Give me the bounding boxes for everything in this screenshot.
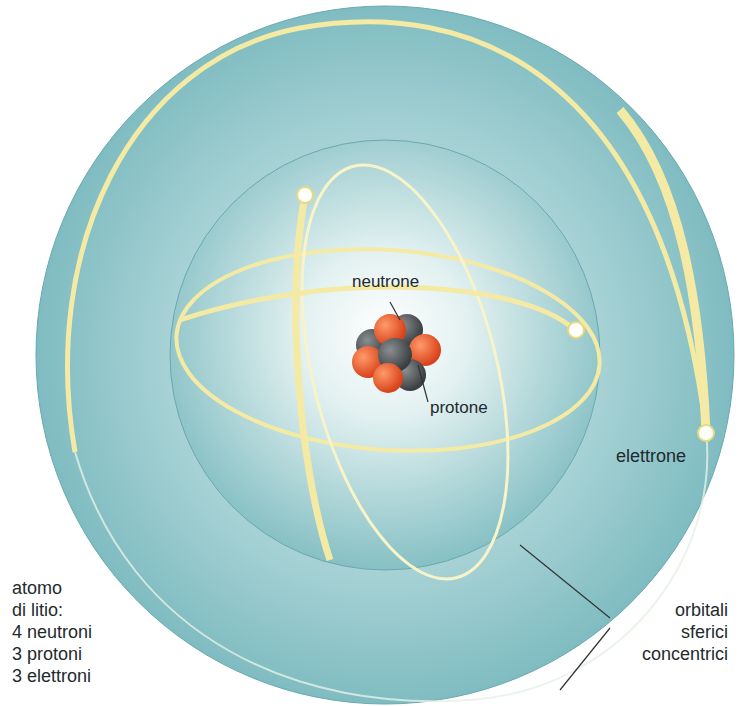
caption-line: 4 neutroni [12, 622, 92, 643]
callout-label: orbitali [675, 600, 728, 621]
electron [698, 425, 714, 441]
outer-orbital [36, 6, 734, 704]
leader-line [520, 545, 610, 618]
callout-label: sferici [681, 622, 728, 643]
caption-line: di litio: [12, 600, 63, 621]
nucleus [352, 314, 441, 393]
caption-line: atomo [12, 578, 62, 599]
leader-line [418, 365, 428, 402]
callout-label: concentrici [642, 644, 728, 665]
orbit-trail [296, 196, 330, 560]
part-label: elettrone [616, 446, 686, 467]
orbit-trail [620, 110, 706, 432]
electron [297, 187, 313, 203]
inner-orbit-vertical [264, 144, 545, 600]
electron [568, 322, 584, 338]
caption-line: 3 elettroni [12, 666, 91, 687]
inner-orbital [170, 140, 600, 570]
leader-line [390, 302, 400, 320]
leader-line [560, 628, 610, 690]
inner-orbit-horizontal [170, 235, 607, 464]
caption-line: 3 protoni [12, 644, 82, 665]
part-label: protone [430, 398, 488, 418]
part-label: neutrone [352, 272, 419, 292]
